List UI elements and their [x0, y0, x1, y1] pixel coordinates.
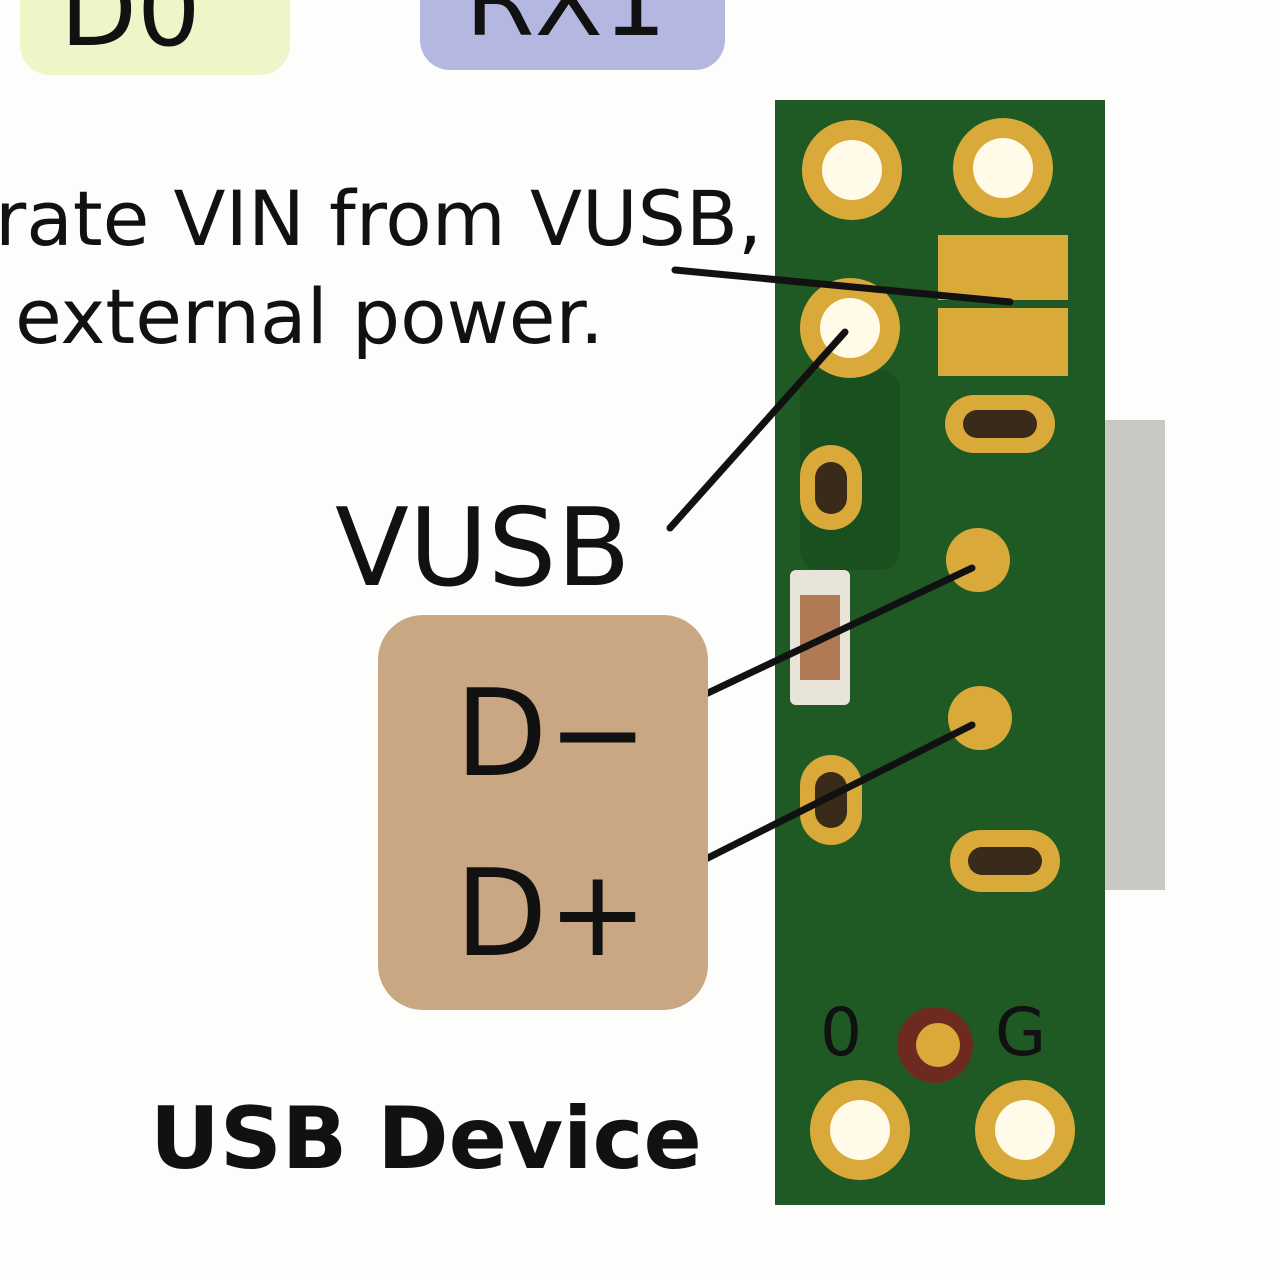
silk-label-g: G: [995, 994, 1046, 1071]
rx1-label: RX1: [465, 0, 667, 59]
dminus-label: D−: [455, 665, 648, 804]
vusb-label: VUSB: [335, 486, 631, 611]
dminus-pad: [946, 528, 1010, 592]
pcb-board: 0 G: [775, 100, 1165, 1205]
d0-tag: [20, 0, 290, 75]
rx1-tag: [420, 0, 725, 70]
d0-label: D0: [60, 0, 201, 69]
jumper-pad-top: [938, 235, 1068, 300]
note-line-2: external power.: [15, 272, 604, 361]
silk-label-0: 0: [820, 994, 862, 1071]
note-line-1: rate VIN from VUSB,: [0, 174, 762, 263]
leader-lines: [664, 266, 1014, 882]
dplus-label: D+: [455, 845, 648, 984]
jumper-pad-bottom: [938, 308, 1068, 376]
section-title: USB Device: [150, 1089, 702, 1189]
data-pins-tag: [378, 615, 708, 1010]
dplus-pad: [948, 686, 1012, 750]
